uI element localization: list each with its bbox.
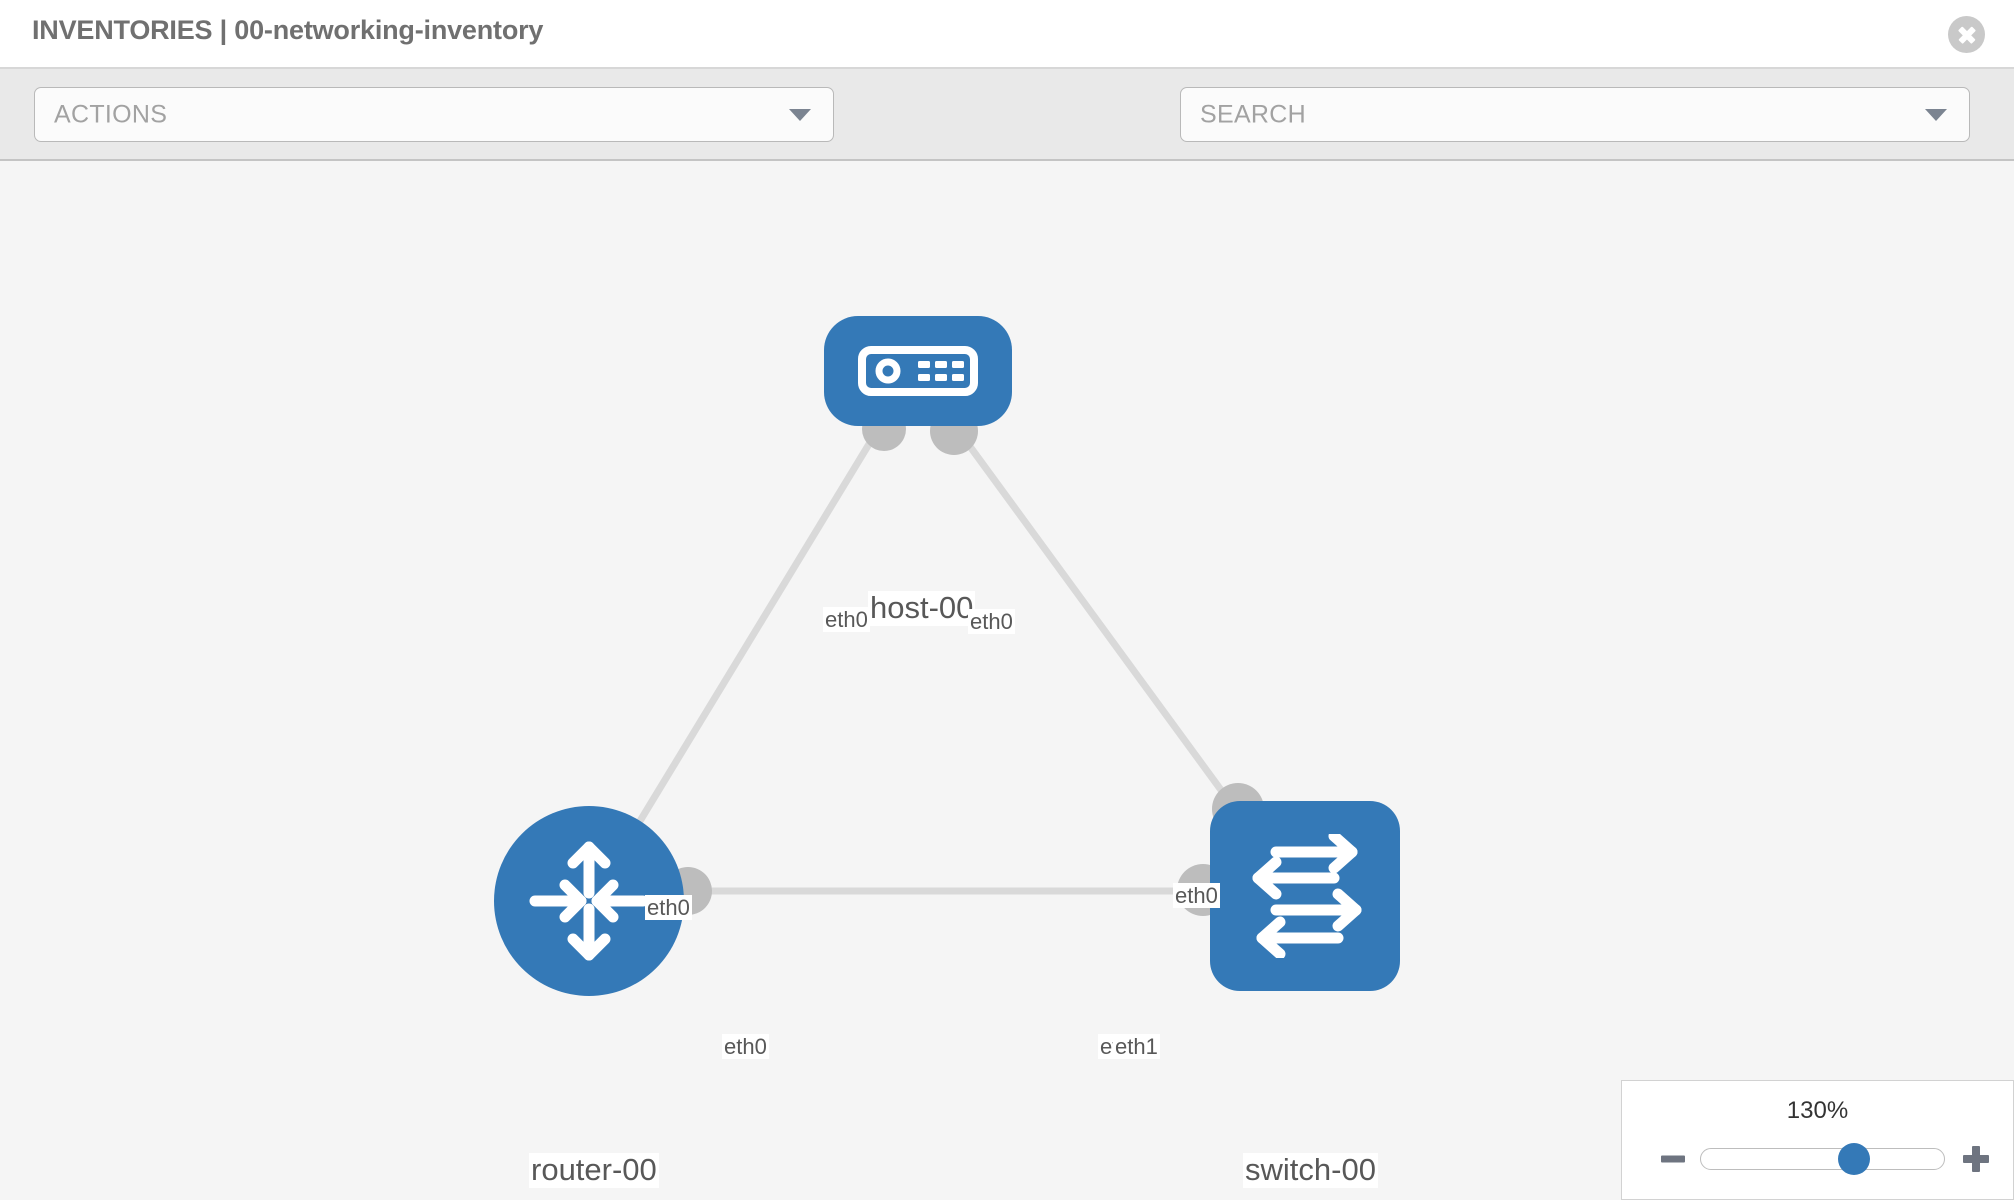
server-device-icon xyxy=(858,346,978,396)
link-host-switch xyxy=(952,423,1243,819)
actions-dropdown-label: ACTIONS xyxy=(54,100,168,128)
interface-label-host-right: eth0 xyxy=(968,609,1015,635)
toolbar: ACTIONS SEARCH xyxy=(0,69,2014,201)
plus-icon[interactable] xyxy=(1961,1144,1991,1174)
router-arrows-icon xyxy=(529,841,649,961)
zoom-slider-thumb[interactable] xyxy=(1838,1143,1871,1175)
topology-links-layer xyxy=(637,407,1264,916)
connector-stubs xyxy=(664,407,1264,916)
zoom-slider-row xyxy=(1622,1139,2013,1179)
node-label-switch-00: switch-00 xyxy=(1243,1152,1378,1188)
zoom-control-panel: 130% xyxy=(1621,1080,2014,1200)
minus-icon[interactable] xyxy=(1658,1144,1688,1174)
chevron-down-icon xyxy=(789,108,811,121)
page-header: INVENTORIES | 00-networking-inventory xyxy=(0,0,2014,69)
node-label-host-00: host-00 xyxy=(868,590,976,626)
zoom-slider-track[interactable] xyxy=(1700,1143,1945,1175)
topology-canvas[interactable]: eth0 host-00 eth0 eth0 eth0 eth0 eth0 et… xyxy=(0,161,2014,1200)
interface-label-switch-left: eth1 xyxy=(1113,1034,1160,1060)
node-router-00[interactable] xyxy=(494,806,684,996)
search-placeholder: SEARCH xyxy=(1200,100,1306,128)
page-title: INVENTORIES | 00-networking-inventory xyxy=(32,15,544,45)
interface-label-router-right: eth0 xyxy=(722,1034,769,1060)
link-lines xyxy=(637,423,1243,895)
switch-arrows-icon xyxy=(1252,834,1362,958)
node-label-router-00: router-00 xyxy=(529,1152,659,1188)
chevron-down-icon xyxy=(1925,108,1947,121)
node-switch-00[interactable] xyxy=(1210,801,1400,991)
search-input[interactable]: SEARCH xyxy=(1180,87,1970,142)
interface-label-host-left: eth0 xyxy=(823,607,870,633)
node-host-00[interactable] xyxy=(824,316,1012,426)
zoom-level-value: 130% xyxy=(1786,1097,1849,1124)
close-icon[interactable] xyxy=(1948,16,1985,53)
link-host-router xyxy=(637,424,883,823)
actions-dropdown[interactable]: ACTIONS xyxy=(34,87,834,142)
interface-label-router-up: eth0 xyxy=(645,895,692,921)
interface-label-switch-up: eth0 xyxy=(1173,883,1220,909)
